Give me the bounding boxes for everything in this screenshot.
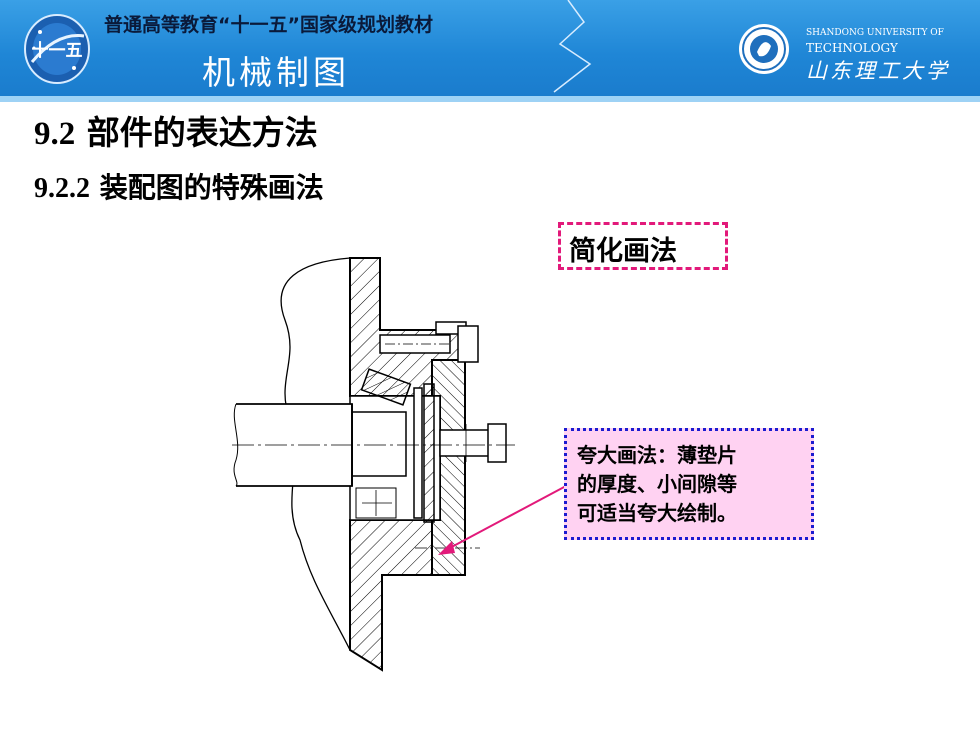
- simplified-drawing-label: 简化画法: [558, 222, 728, 270]
- callout-line-3: 可适当夸大绘制。: [577, 501, 737, 525]
- series-title: 普通高等教育“十一五”国家级规划教材: [104, 14, 433, 36]
- exaggerated-drawing-callout: 夸大画法：薄垫片 的厚度、小间隙等 可适当夸大绘制。: [564, 428, 814, 540]
- banner-bottom-stripe: [0, 96, 980, 102]
- university-name-en-line1: SHANDONG UNIVERSITY OF: [806, 28, 944, 38]
- section-heading: 9.2 部件的表达方法: [34, 106, 318, 154]
- callout-line-2: 的厚度、小间隙等: [577, 472, 737, 496]
- course-title: 机械制图: [202, 53, 350, 92]
- callout-leader: [445, 485, 567, 551]
- end-screw: [439, 423, 507, 463]
- university-name-en-line2: TECHNOLOGY: [806, 41, 898, 55]
- callout-line-1: 夸大画法：薄垫片: [577, 443, 737, 467]
- top-bolt: [379, 325, 479, 363]
- banner-zigzag-decoration: [553, 0, 592, 93]
- subsection-heading: 9.2.2 装配图的特殊画法: [34, 166, 324, 206]
- header-banner: 十一五 普通高等教育“十一五”国家级规划教材 机械制图 SHANDONG UNI…: [0, 0, 980, 100]
- subsection-number: 9.2.2: [34, 173, 90, 204]
- section-number: 9.2: [34, 116, 76, 152]
- university-name-cn: 山东理工大学: [806, 59, 950, 83]
- section-title: 部件的表达方法: [86, 113, 318, 152]
- university-seal: [739, 24, 789, 74]
- eleventh-five-year-logo: 十一五: [24, 14, 90, 84]
- subsection-title: 装配图的特殊画法: [99, 171, 324, 204]
- thin-gasket: [413, 387, 423, 519]
- logo-text: 十一五: [32, 40, 83, 61]
